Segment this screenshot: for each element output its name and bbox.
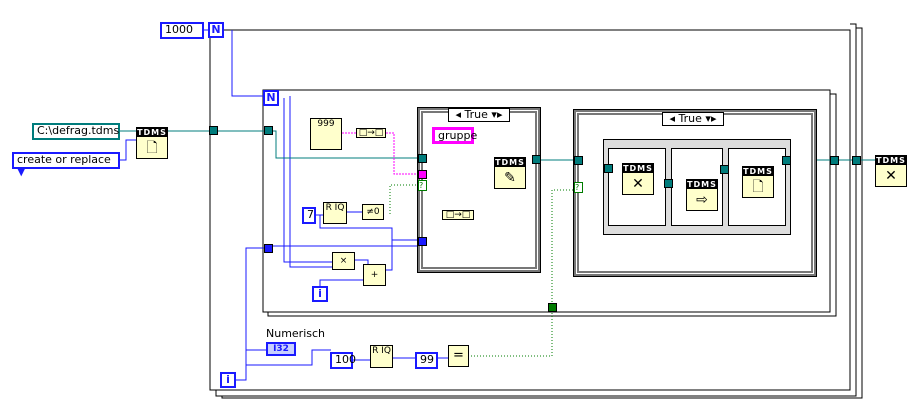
- operation-value: create or replace: [17, 153, 111, 166]
- tunnel: [574, 156, 583, 165]
- tdms-open-node-2[interactable]: TDMS🗋: [742, 166, 774, 198]
- defragment-icon: ⇨: [696, 192, 708, 208]
- ninetynine-constant[interactable]: 99: [415, 352, 438, 369]
- hundred-constant[interactable]: 100: [330, 352, 356, 369]
- path-constant[interactable]: C:\defrag.tdms: [32, 123, 120, 140]
- tdms-write-node[interactable]: TDMS✎: [494, 157, 526, 189]
- close-file-icon: ✕: [885, 168, 897, 184]
- case-selector-terminal: ?: [418, 180, 427, 191]
- case-selector-1[interactable]: ◂ True ▾▸: [448, 108, 510, 122]
- tdms-open-node[interactable]: TDMS🗋: [136, 127, 168, 159]
- numerisch-indicator: I32: [266, 342, 296, 356]
- tunnel: [264, 244, 273, 253]
- open-file-icon: 🗋: [752, 179, 764, 195]
- quotient-remainder-node-2[interactable]: R IQ: [370, 345, 393, 368]
- tunnel: [604, 164, 613, 173]
- case-value: True: [678, 112, 702, 125]
- tunnel: [830, 156, 839, 165]
- tunnel: [664, 179, 673, 188]
- tunnel: [532, 155, 541, 164]
- tdms-close-node[interactable]: TDMS✕: [622, 163, 654, 195]
- indicator-label: Numerisch: [266, 327, 326, 340]
- case-selector-2[interactable]: ◂ True ▾▸: [662, 112, 724, 126]
- to-variant-node[interactable]: □→□: [442, 210, 474, 220]
- tunnel: [418, 170, 427, 179]
- tunnel: [418, 237, 427, 246]
- close-file-icon: ✕: [632, 176, 644, 192]
- operation-enum[interactable]: create or replace ▼: [12, 152, 120, 178]
- loop-count-constant[interactable]: 1000: [160, 22, 204, 39]
- to-string-node[interactable]: □→□: [356, 128, 386, 138]
- outer-iteration-terminal: i: [220, 372, 236, 388]
- multiply-node[interactable]: ×: [332, 252, 355, 270]
- inner-iteration-terminal: i: [312, 286, 328, 302]
- outer-count-terminal: N: [208, 22, 224, 38]
- case-value: True: [464, 108, 488, 121]
- add-node[interactable]: +: [363, 264, 386, 286]
- open-file-icon: 🗋: [146, 140, 158, 156]
- tunnel: [209, 126, 218, 135]
- group-constant[interactable]: gruppe: [432, 127, 477, 144]
- equal-node[interactable]: =: [448, 345, 469, 367]
- tunnel: [720, 165, 729, 174]
- seven-constant[interactable]: 7: [302, 207, 316, 224]
- not-equal-zero-node[interactable]: ≠0: [362, 204, 384, 220]
- tunnel: [852, 156, 861, 165]
- tunnel: [264, 126, 273, 135]
- quotient-remainder-node[interactable]: R IQ: [323, 202, 347, 224]
- format-node[interactable]: 999: [310, 118, 342, 150]
- pencil-icon: ✎: [504, 170, 516, 186]
- dropdown-arrow-icon[interactable]: ▼: [17, 165, 26, 178]
- case-selector-terminal: ?: [574, 182, 583, 193]
- tdms-close-final-node[interactable]: TDMS✕: [875, 155, 907, 187]
- tunnel: [782, 156, 791, 165]
- tdms-defragment-node[interactable]: TDMS⇨: [686, 179, 718, 211]
- inner-count-terminal: N: [263, 90, 279, 106]
- tunnel: [418, 154, 427, 163]
- tunnel: [548, 303, 557, 312]
